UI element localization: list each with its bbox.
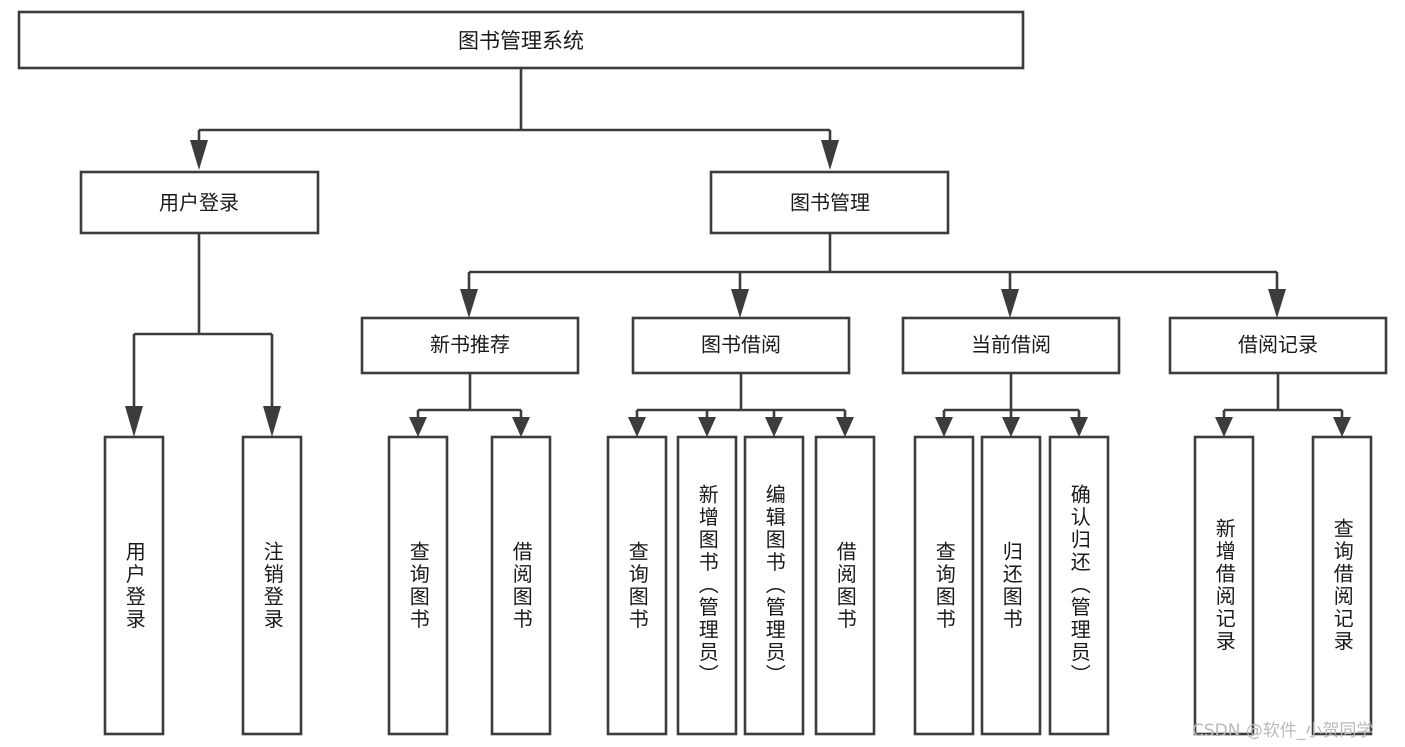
leaf-box-borrow-record-2[interactable] (1311, 435, 1373, 736)
leaf-box-current-borrow-2[interactable] (980, 435, 1042, 736)
leaf-box-book-borrow-4[interactable] (814, 435, 876, 736)
arrow-newbook-leaf-1-icon (409, 417, 427, 437)
arrow-currentborrow-leaf-1-icon (935, 417, 953, 437)
arrow-newbook-leaf-2-icon (512, 417, 530, 437)
arrow-borrowrecord-leaf-1-icon (1215, 417, 1233, 437)
arrow-borrowrecord-leaf-2-icon (1333, 417, 1351, 437)
arrow-root-to-bookmgmt-icon (821, 140, 839, 170)
node-user-login-label: 用户登录 (159, 191, 239, 215)
node-book-management-box[interactable] (709, 170, 950, 235)
node-book-borrow[interactable]: 图书借阅 (631, 316, 851, 375)
arrow-bookborrow-leaf-3-icon (765, 417, 783, 437)
arrow-bookborrow-leaf-4-icon (836, 417, 854, 437)
arrow-bookborrow-leaf-1-icon (628, 417, 646, 437)
leaf-box-current-borrow-3[interactable] (1048, 435, 1110, 736)
arrow-currentborrow-leaf-3-icon (1070, 417, 1088, 437)
leaf-box-user-login-2[interactable] (241, 435, 303, 736)
leaf-box-book-borrow-3[interactable] (743, 435, 805, 736)
leaf-box-new-book-1[interactable] (387, 435, 449, 736)
node-book-borrow-box[interactable] (631, 316, 851, 375)
node-root-label: 图书管理系统 (458, 29, 584, 53)
leaf-box-book-borrow-1[interactable] (606, 435, 668, 736)
leaf-box-borrow-record-1[interactable] (1193, 435, 1255, 736)
leaf-box-user-login-1[interactable] (103, 435, 165, 736)
node-new-book-recommend-box[interactable] (360, 316, 580, 375)
node-book-management[interactable]: 图书管理 (709, 170, 950, 235)
leaf-box-new-book-2[interactable] (490, 435, 552, 736)
arrow-currentborrow-leaf-2-icon (1002, 417, 1020, 437)
arrow-root-to-user-icon (190, 140, 208, 170)
arrow-user-leaf-2-icon (263, 406, 281, 437)
arrow-bookborrow-leaf-2-icon (698, 417, 716, 437)
leaf-box-current-borrow-1[interactable] (913, 435, 975, 736)
node-root-box[interactable] (17, 10, 1025, 70)
node-new-book-recommend-label: 新书推荐 (430, 333, 510, 357)
arrow-to-borrow-record-icon (1268, 289, 1286, 318)
arrow-to-new-book-icon (460, 289, 478, 318)
node-book-management-label: 图书管理 (790, 191, 870, 215)
node-current-borrow[interactable]: 当前借阅 (901, 316, 1121, 375)
arrow-user-leaf-1-icon (125, 406, 143, 437)
node-root[interactable]: 图书管理系统 (17, 10, 1025, 70)
node-user-login[interactable]: 用户登录 (79, 170, 320, 235)
arrow-to-current-borrow-icon (1001, 289, 1019, 318)
node-borrow-record-box[interactable] (1168, 316, 1388, 375)
node-book-borrow-label: 图书借阅 (701, 333, 781, 357)
leaf-box-book-borrow-2[interactable] (676, 435, 738, 736)
node-new-book-recommend[interactable]: 新书推荐 (360, 316, 580, 375)
node-current-borrow-label: 当前借阅 (971, 333, 1051, 357)
arrow-to-book-borrow-icon (731, 289, 749, 318)
node-current-borrow-box[interactable] (901, 316, 1121, 375)
node-borrow-record[interactable]: 借阅记录 (1168, 316, 1388, 375)
node-borrow-record-label: 借阅记录 (1238, 333, 1318, 357)
